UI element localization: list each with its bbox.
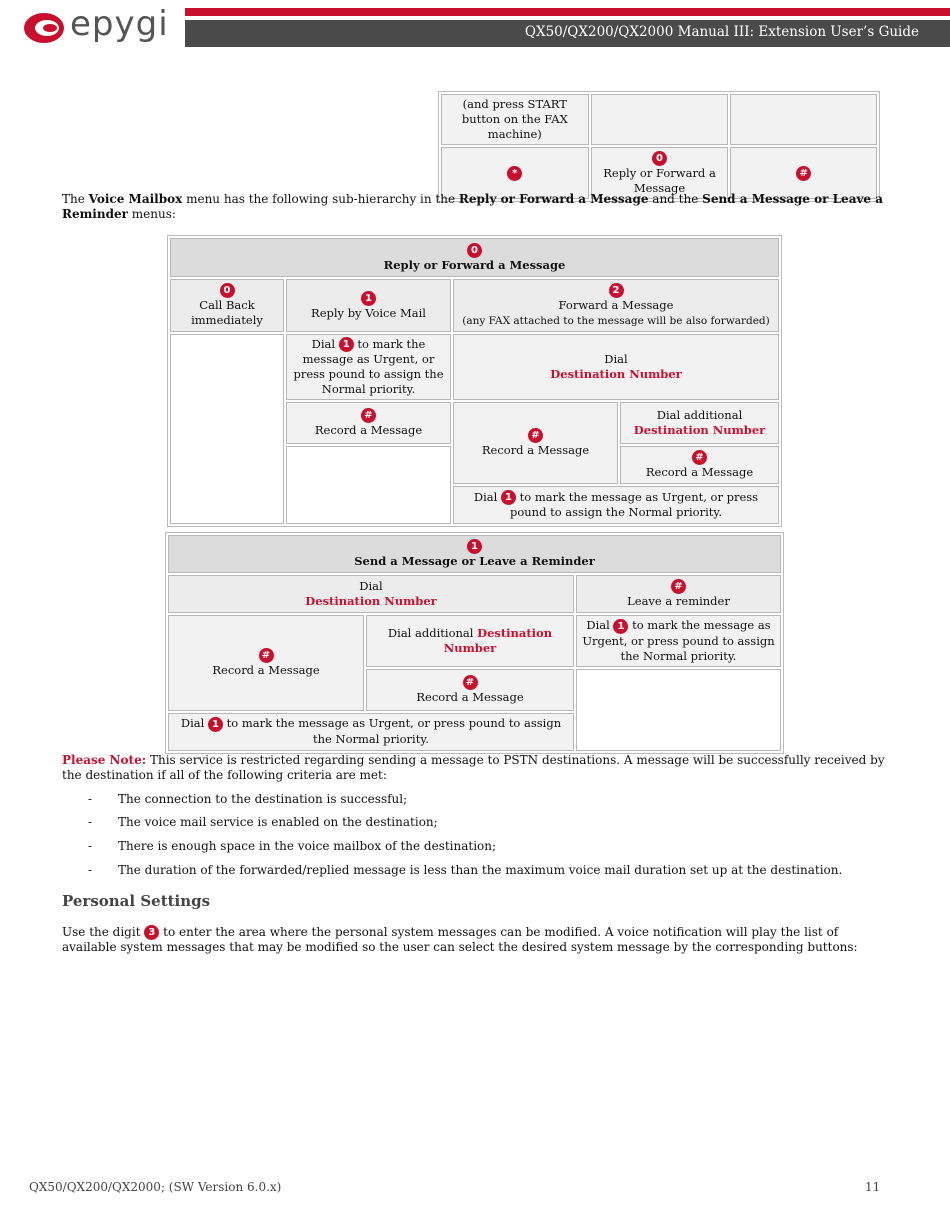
three-key-icon: 3 — [144, 925, 160, 940]
empty-cell — [170, 333, 284, 524]
logo-text: epygi — [70, 4, 169, 44]
pound-key-icon: # — [796, 165, 812, 181]
pound-key-icon: # — [361, 408, 376, 424]
instruction-cell: Dial additional Destination Number — [366, 615, 574, 667]
please-note: Please Note: This service is restricted … — [62, 753, 885, 782]
top-table-cell — [730, 94, 877, 145]
zero-key-icon: 0 — [467, 242, 482, 258]
top-table: (and press START button on the FAX machi… — [438, 91, 880, 202]
menu-option: #Leave a reminder — [576, 575, 781, 613]
one-key-icon: 1 — [207, 716, 223, 732]
pound-key-icon: # — [671, 579, 686, 595]
top-table-cell: # — [730, 147, 877, 199]
list-item: -The voice mail service is enabled on th… — [88, 815, 438, 829]
instruction-cell: #Record a Message — [366, 668, 574, 711]
epygi-logo: epygi — [22, 4, 182, 48]
empty-cell — [576, 668, 781, 751]
zero-key-icon: 0 — [652, 150, 668, 166]
section-heading: Personal Settings — [62, 892, 211, 910]
instruction-cell: Dial 1 to mark the message as Urgent, or… — [286, 333, 451, 400]
intro-paragraph: The Voice Mailbox menu has the following… — [62, 192, 884, 221]
pound-key-icon: # — [462, 674, 478, 690]
list-item: -The connection to the destination is su… — [88, 792, 408, 806]
instruction-cell: #Record a Message — [286, 402, 451, 444]
epygi-swoosh-icon — [24, 13, 64, 43]
instruction-cell: #Record a Message — [168, 615, 364, 711]
instruction-cell: Dial 1 to mark the message as Urgent, or… — [168, 712, 574, 751]
star-key-icon: * — [507, 165, 523, 181]
pound-key-icon: # — [528, 428, 543, 444]
one-key-icon: 1 — [467, 539, 482, 555]
instruction-cell: #Record a Message — [453, 402, 618, 484]
pound-key-icon: # — [692, 450, 707, 466]
one-key-icon: 1 — [501, 490, 516, 506]
document-title: QX50/QX200/QX2000 Manual III: Extension … — [524, 24, 919, 40]
list-item: -The duration of the forwarded/replied m… — [88, 863, 843, 877]
one-key-icon: 1 — [613, 618, 629, 634]
header-red-bar — [185, 8, 950, 16]
empty-cell — [286, 446, 451, 524]
one-key-icon: 1 — [338, 337, 354, 352]
top-table-cell: * — [441, 147, 589, 199]
instruction-cell: Dial 1 to mark the message as Urgent, or… — [453, 486, 779, 524]
instruction-cell: Dial 1 to mark the message as Urgent, or… — [576, 615, 781, 667]
footer-text: QX50/QX200/QX2000; (SW Version 6.0.x) — [29, 1180, 282, 1194]
personal-settings-paragraph: Use the digit 3 to enter the area where … — [62, 925, 858, 954]
zero-key-icon: 0 — [219, 283, 235, 298]
cell-text: Reply or Forward a Message — [603, 165, 716, 195]
header-bar: QX50/QX200/QX2000 Manual III: Extension … — [185, 20, 950, 47]
two-key-icon: 2 — [608, 282, 624, 298]
instruction-cell: #Record a Message — [620, 446, 779, 484]
one-key-icon: 1 — [361, 290, 376, 306]
pound-key-icon: # — [258, 648, 274, 663]
page-number: 11 — [865, 1180, 881, 1194]
top-table-cell: (and press START button on the FAX machi… — [441, 94, 589, 145]
top-table-cell — [590, 94, 729, 145]
list-item: -There is enough space in the voice mail… — [88, 839, 497, 853]
